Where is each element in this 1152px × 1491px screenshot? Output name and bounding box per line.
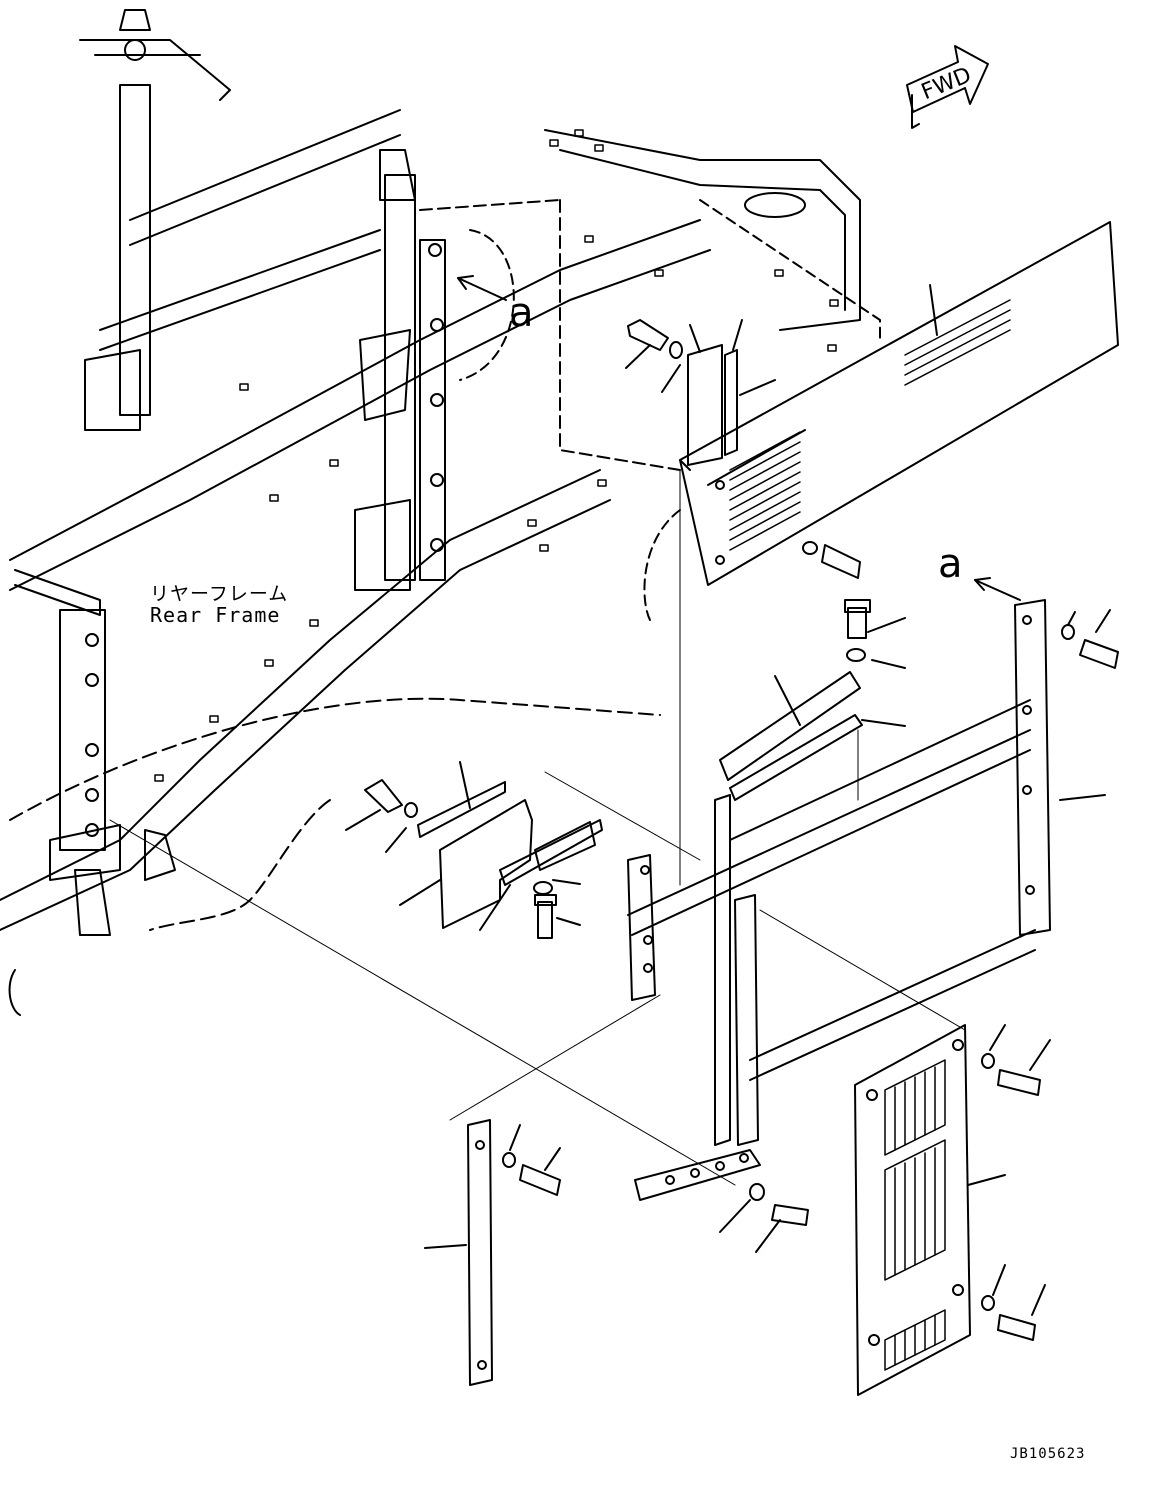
center-brackets (719, 599, 906, 801)
left-cover-plates (345, 761, 603, 939)
view-marker-a-right: a (938, 541, 963, 587)
view-marker-a-upper: a (509, 290, 534, 336)
assembly-lines (109, 469, 966, 1186)
lower-vertical-plate (424, 1119, 809, 1386)
rear-frame (0, 9, 881, 1016)
rear-frame-label-ja: リヤーフレーム (150, 583, 289, 605)
top-side-cover (625, 221, 1119, 586)
louvered-side-panel (854, 1024, 1051, 1396)
fwd-arrow-icon (906, 45, 989, 129)
rear-frame-label-en: Rear Frame (150, 603, 281, 627)
right-frame-assembly (457, 275, 1119, 1201)
drawing-code: JB105623 (1010, 1446, 1086, 1462)
